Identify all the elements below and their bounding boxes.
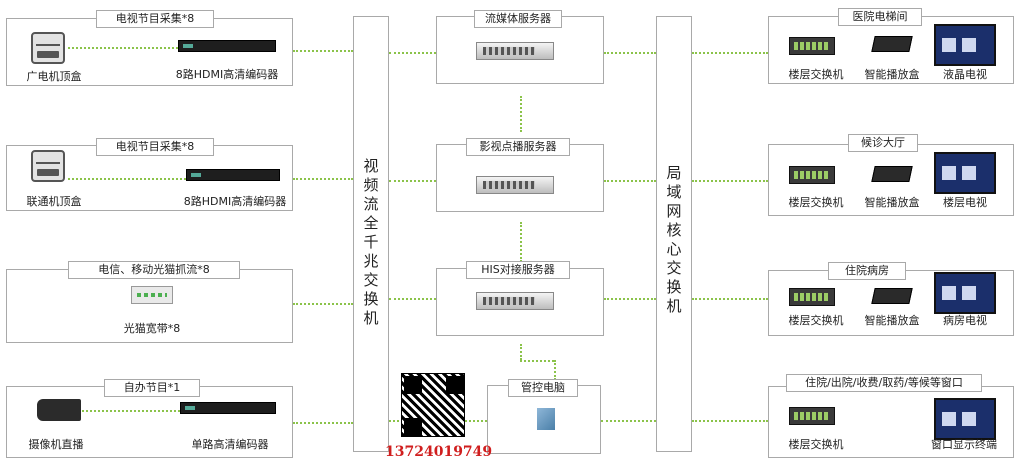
device-label: 智能播放盒 bbox=[864, 314, 920, 327]
device-label: 病房电视 bbox=[943, 314, 987, 327]
encoder-icon bbox=[178, 40, 276, 52]
camera-icon bbox=[37, 399, 81, 421]
device-label: 广电机顶盒 bbox=[26, 70, 82, 83]
left-group-optical-modem bbox=[6, 269, 293, 343]
link-line bbox=[604, 52, 656, 54]
link-line bbox=[389, 180, 436, 182]
link-line bbox=[692, 298, 768, 300]
encoder-icon bbox=[180, 402, 276, 414]
computer-icon bbox=[537, 408, 555, 430]
core-switch-column bbox=[656, 16, 692, 452]
link-line bbox=[604, 298, 656, 300]
link-line bbox=[692, 180, 768, 182]
link-line bbox=[293, 422, 353, 424]
left-group-title: 电视节目采集*8 bbox=[96, 10, 214, 28]
floor-switch-icon bbox=[789, 166, 835, 184]
ward-tv-icon bbox=[934, 272, 996, 314]
device-label: 智能播放盒 bbox=[864, 68, 920, 81]
optical-modem-icon bbox=[131, 286, 173, 304]
server-title: 影视点播服务器 bbox=[466, 138, 570, 156]
set-top-box-icon bbox=[31, 150, 65, 182]
device-label: 楼层交换机 bbox=[788, 314, 844, 327]
link-line bbox=[389, 298, 436, 300]
device-label: 光猫宽带*8 bbox=[123, 322, 181, 335]
device-label: 楼层电视 bbox=[943, 196, 987, 209]
left-group-title: 自办节目*1 bbox=[104, 379, 200, 397]
right-group-title: 候诊大厅 bbox=[848, 134, 918, 152]
left-group-title: 电视节目采集*8 bbox=[96, 138, 214, 156]
link-line bbox=[520, 360, 554, 362]
contact-phone: 13724019749 bbox=[385, 444, 493, 460]
server-icon bbox=[476, 292, 554, 310]
left-group-title: 电信、移动光猫抓流*8 bbox=[68, 261, 240, 279]
floor-switch-icon bbox=[789, 407, 835, 425]
server-icon bbox=[476, 176, 554, 194]
floor-tv-icon bbox=[934, 152, 996, 194]
right-group-title: 住院病房 bbox=[828, 262, 906, 280]
server-title: HIS对接服务器 bbox=[466, 261, 570, 279]
link-line bbox=[389, 52, 436, 54]
device-label: 联通机顶盒 bbox=[26, 195, 82, 208]
device-label: 楼层交换机 bbox=[788, 68, 844, 81]
link-line bbox=[293, 50, 353, 52]
device-label: 8路HDMI高清编码器 bbox=[175, 68, 279, 81]
link-line bbox=[604, 180, 656, 182]
floor-switch-icon bbox=[789, 288, 835, 306]
smart-player-icon bbox=[871, 166, 913, 182]
device-label: 楼层交换机 bbox=[788, 438, 844, 451]
video-switch-column bbox=[353, 16, 389, 452]
device-label: 智能播放盒 bbox=[864, 196, 920, 209]
server-title: 流媒体服务器 bbox=[474, 10, 562, 28]
link-line bbox=[293, 178, 353, 180]
link-line bbox=[601, 420, 656, 422]
link-line bbox=[82, 410, 180, 412]
smart-player-icon bbox=[871, 36, 913, 52]
window-display-icon bbox=[934, 398, 996, 440]
encoder-icon bbox=[186, 169, 280, 181]
device-label: 窗口显示终端 bbox=[931, 438, 997, 451]
device-label: 摄像机直播 bbox=[28, 438, 84, 451]
lcd-tv-icon bbox=[934, 24, 996, 66]
qr-code-icon bbox=[401, 373, 465, 437]
link-line bbox=[692, 420, 768, 422]
left-group-own-program bbox=[6, 386, 293, 458]
link-line bbox=[554, 360, 556, 380]
floor-switch-icon bbox=[789, 37, 835, 55]
link-line bbox=[293, 303, 353, 305]
right-group-title: 住院/出院/收费/取药/等候等窗口 bbox=[786, 374, 982, 392]
link-line bbox=[68, 178, 186, 180]
core-switch-label: 局域网核心交换机 bbox=[666, 164, 682, 315]
server-icon bbox=[476, 42, 554, 60]
device-label: 8路HDMI高清编码器 bbox=[183, 195, 287, 208]
link-line bbox=[520, 344, 522, 360]
link-line bbox=[520, 222, 522, 262]
set-top-box-icon bbox=[31, 32, 65, 64]
link-line bbox=[68, 47, 178, 49]
link-line bbox=[520, 96, 522, 132]
right-group-title: 医院电梯间 bbox=[838, 8, 922, 26]
link-line bbox=[692, 52, 768, 54]
device-label: 液晶电视 bbox=[943, 68, 987, 81]
device-label: 楼层交换机 bbox=[788, 196, 844, 209]
device-label: 单路高清编码器 bbox=[191, 438, 269, 451]
video-switch-label: 视频流全千兆交换机 bbox=[363, 157, 379, 327]
smart-player-icon bbox=[871, 288, 913, 304]
control-pc-title: 管控电脑 bbox=[508, 379, 578, 397]
